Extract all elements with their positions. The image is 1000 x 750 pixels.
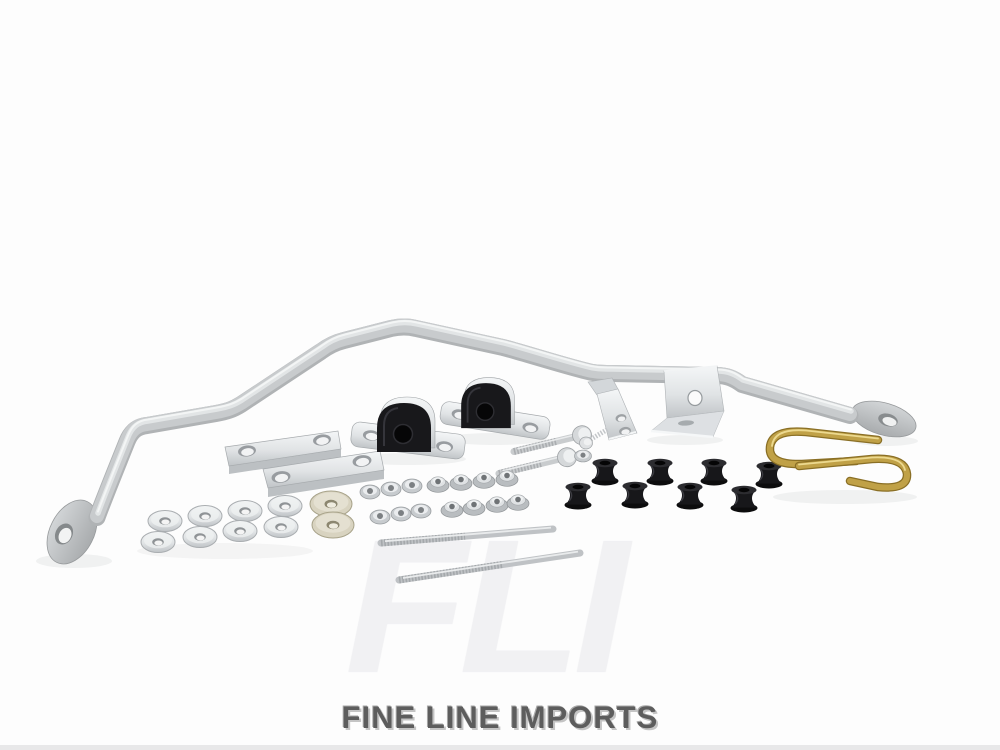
sway-bar-specular <box>97 320 852 513</box>
spacer-plate-2 <box>262 450 385 497</box>
spacer-plate-1 <box>224 430 342 474</box>
u-bolts <box>765 427 912 492</box>
brand-wordmark: FINE LINE IMPORTS <box>341 699 659 736</box>
hex-nuts <box>359 478 432 525</box>
large-washers <box>309 490 355 539</box>
sway-bar <box>46 318 917 565</box>
sway-bar-left-eyelet <box>46 499 98 565</box>
link-bushings <box>563 458 784 514</box>
threaded-rod-1 <box>377 525 557 547</box>
bottom-edge-strip <box>0 745 1000 750</box>
threaded-rod-2 <box>395 549 584 584</box>
small-bolt <box>579 426 610 450</box>
bushing-mount-left <box>350 396 466 460</box>
bushing-mount-right <box>439 376 551 440</box>
angle-bracket-small <box>587 377 638 441</box>
angle-bracket-large <box>650 365 725 439</box>
flange-nuts <box>426 470 530 518</box>
small-nut <box>574 449 592 463</box>
